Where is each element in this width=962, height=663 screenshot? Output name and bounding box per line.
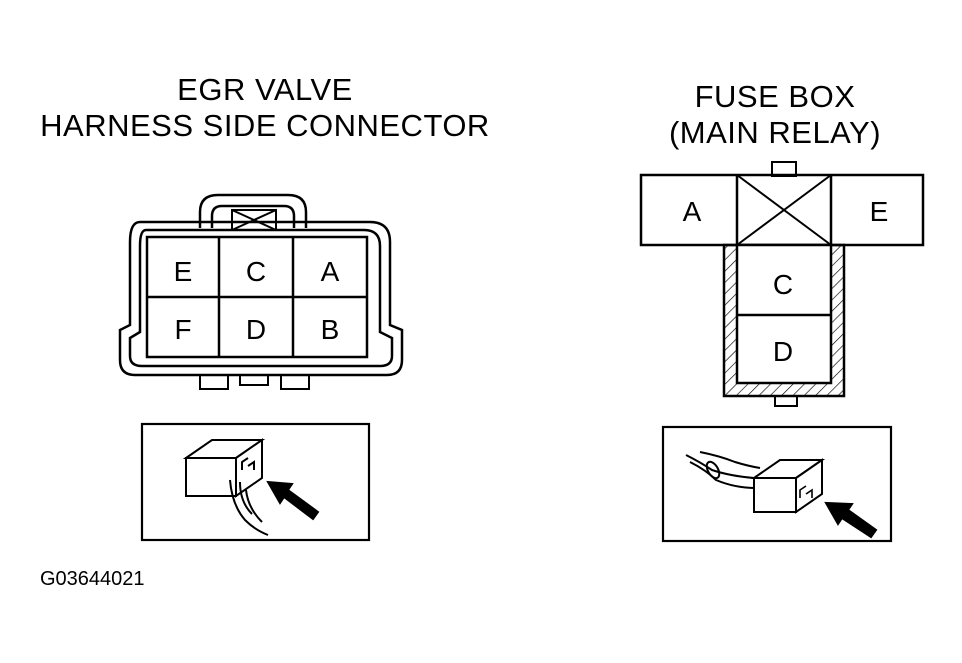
- egr-terminal-e: E: [174, 256, 193, 287]
- figure-id: G03644021: [40, 568, 145, 590]
- fuse-box-terminal-a: A: [683, 196, 702, 227]
- egr-bottom-tab: [239, 374, 269, 386]
- egr-connector-title: EGR VALVE HARNESS SIDE CONNECTOR: [30, 72, 500, 144]
- egr-bottom-tab: [199, 374, 229, 390]
- egr-connector: [118, 193, 404, 390]
- egr-housing-outer: [118, 220, 404, 377]
- egr-bottom-tab: [280, 374, 310, 390]
- egr-terminal-b: B: [321, 314, 340, 345]
- egr-terminal-f: F: [174, 314, 191, 345]
- fuse-box-inset-frame: [661, 425, 893, 543]
- egr-title-line2: HARNESS SIDE CONNECTOR: [40, 108, 490, 143]
- egr-housing-inner: [128, 228, 394, 368]
- fuse-box-view-inset: [661, 425, 893, 543]
- egr-terminal-labels: E C A F D B: [174, 256, 340, 345]
- egr-view-inset: [140, 422, 371, 542]
- fuse-box-terminal-d: D: [773, 336, 793, 367]
- fuse-box-title: FUSE BOX (MAIN RELAY): [640, 79, 910, 151]
- fuse-box-title-line1: FUSE BOX: [694, 79, 856, 114]
- egr-latch-key: [231, 209, 277, 231]
- egr-title-line1: EGR VALVE: [177, 72, 353, 107]
- fuse-box-title-line2: (MAIN RELAY): [668, 115, 882, 150]
- view-arrow-icon: [266, 480, 320, 521]
- view-arrow-icon: [824, 501, 878, 539]
- egr-terminal-c: C: [246, 256, 266, 287]
- fuse-box-connector: [639, 161, 925, 407]
- fuse-box-bottom-tab: [774, 395, 798, 407]
- fuse-box-terminal-c: C: [773, 269, 793, 300]
- egr-terminal-d: D: [246, 314, 266, 345]
- egr-latch-arch: [198, 193, 308, 228]
- fuse-box-terminal-e: E: [870, 196, 889, 227]
- egr-inset-frame: [140, 422, 371, 542]
- egr-terminal-a: A: [321, 256, 340, 287]
- fuse-box-terminal-labels: A E C D: [683, 196, 889, 367]
